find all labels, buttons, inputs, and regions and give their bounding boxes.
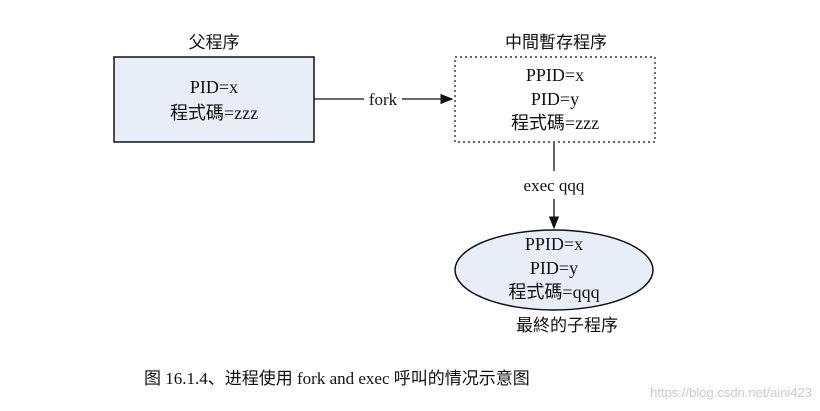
- parent-process-title: 父程序: [189, 33, 240, 52]
- exec-label: exec qqq: [524, 176, 585, 195]
- temp-pid-text: PID=y: [531, 89, 579, 109]
- final-process-title: 最終的子程序: [516, 316, 618, 335]
- parent-code-text: 程式碼=zzz: [170, 103, 258, 123]
- final-pid-text: PID=y: [530, 258, 578, 278]
- parent-process-box: [113, 56, 315, 143]
- temp-code-text: 程式碼=zzz: [511, 113, 599, 133]
- temp-process-title: 中間暫存程序: [505, 33, 607, 52]
- final-ppid-text: PPID=x: [525, 234, 583, 254]
- temp-ppid-text: PPID=x: [526, 65, 584, 85]
- fork-label: fork: [369, 90, 398, 109]
- temp-process-box: [454, 56, 656, 143]
- final-process-ellipse: [454, 229, 654, 311]
- parent-pid-text: PID=x: [190, 77, 238, 97]
- figure-caption: 图 16.1.4、进程使用 fork and exec 呼叫的情况示意图: [144, 369, 530, 388]
- final-code-text: 程式碼=qqq: [508, 282, 599, 302]
- watermark: https://blog.csdn.net/aini423: [650, 385, 812, 400]
